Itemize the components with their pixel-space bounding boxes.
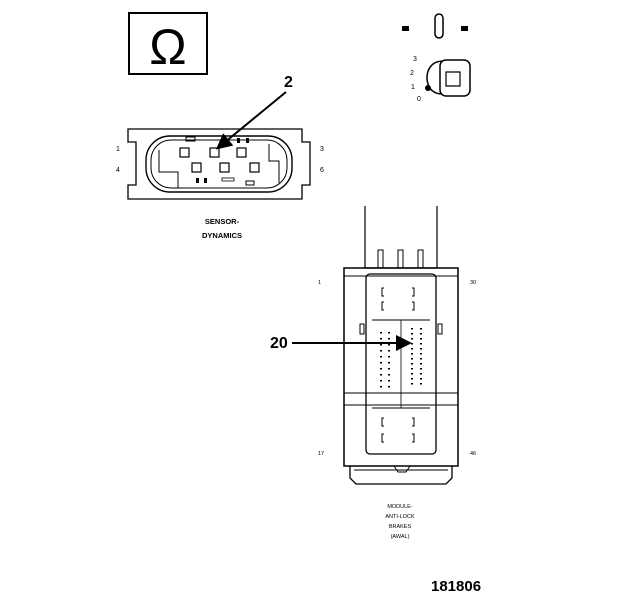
ignition-key-slot (434, 13, 444, 39)
sensor-pin-cavity (191, 162, 202, 173)
sensor-caption-line2: DYNAMICS (202, 231, 242, 240)
abs-caption-line3: BRAKES (389, 524, 412, 530)
sensor-pin-cavity (209, 147, 220, 158)
callout-20-label: 20 (270, 335, 288, 352)
svg-text:3: 3 (413, 56, 417, 63)
abs-caption-line2: ANTI-LOCK (385, 514, 415, 520)
callout-20: 20 (270, 335, 412, 352)
abs-pin-label-30: 30 (470, 280, 476, 286)
sensor-caption-line1: SENSOR- (205, 217, 240, 226)
sensor-pin-cavity (219, 162, 230, 173)
ohm-icon: Ω (149, 19, 186, 75)
abs-pin-label-1: 1 (318, 280, 321, 286)
abs-caption-line1: MODULE- (387, 504, 413, 510)
callout-2-label: 2 (284, 74, 293, 91)
callout-2-arrow (215, 91, 287, 150)
sensor-pin-label-3: 3 (320, 146, 324, 153)
ignition-on-marker (461, 26, 468, 31)
abs-module-connector: 1 30 17 46 MODULE- ANTI-LOCK BRAKES (AWA… (318, 206, 476, 540)
sensor-pin-cavity (249, 162, 260, 173)
ignition-switch-symbol: 3 2 1 0 (402, 13, 471, 103)
callout-2: 2 (215, 74, 293, 150)
sensor-pin-label-1: 1 (116, 146, 120, 153)
abs-caption-line4: (AWAL) (391, 534, 410, 540)
abs-pin-row-right (411, 328, 422, 385)
sensor-pin-cavity (179, 147, 190, 158)
svg-text:2: 2 (410, 70, 414, 77)
figure-number: 181806 (431, 578, 481, 595)
abs-pin-label-46: 46 (470, 451, 476, 457)
sensor-pin-label-6: 6 (320, 167, 324, 174)
abs-pin-label-17: 17 (318, 451, 324, 457)
abs-pin-row-left (380, 332, 390, 388)
ignition-off-marker (402, 26, 409, 31)
svg-text:1: 1 (411, 84, 415, 91)
sensor-pin-label-4: 4 (116, 167, 120, 174)
svg-text:0: 0 (417, 96, 421, 103)
sensor-pin-cavity (236, 147, 247, 158)
ignition-key-icon (439, 59, 471, 97)
ohmmeter-symbol: Ω (128, 12, 208, 75)
